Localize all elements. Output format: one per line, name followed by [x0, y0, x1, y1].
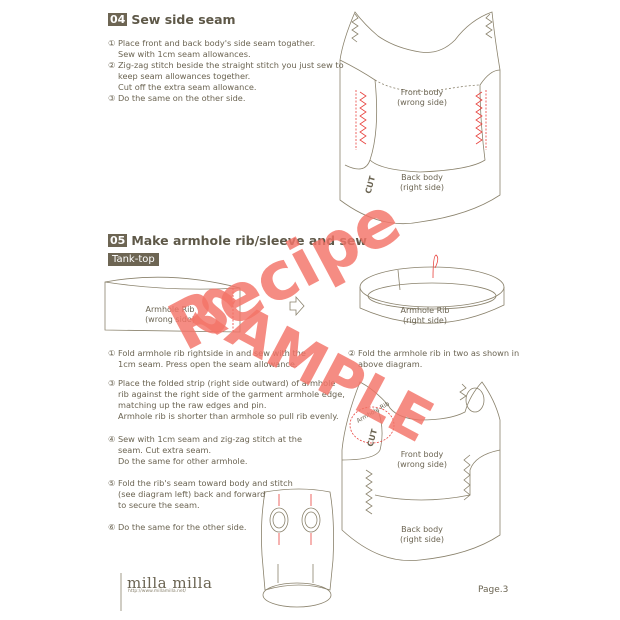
tank-top-diagram [261, 488, 334, 608]
text-line: rib against the right side of the garmen… [118, 389, 345, 399]
text-line: (wrong side) [397, 98, 447, 107]
section-heading: Make armhole rib/sleeve and sew [131, 233, 367, 248]
page-number: Page.3 [478, 585, 509, 595]
section-heading: Sew side seam [131, 12, 236, 27]
flat-rib-diagram [104, 276, 241, 333]
text-line: ② Fold the armhole rib in two as shown i… [348, 348, 520, 358]
step-text: ② Zig-zag stitch beside the straight sti… [108, 60, 344, 70]
back-body-label: Back body(right side) [382, 173, 462, 193]
front-body-label: Front body(wrong side) [382, 88, 462, 108]
text-line: to secure the seam. [118, 500, 200, 510]
armhole-garment-diagram [341, 381, 501, 561]
tank-top-tag: Tank-top [108, 253, 159, 266]
text-line: seam. Cut extra seam. [118, 445, 212, 455]
step-3: ③ Place the folded strip (right side out… [108, 378, 345, 422]
text-line: (see diagram left) back and forward [118, 489, 266, 499]
text-line: ③ Place the folded strip (right side out… [108, 378, 336, 388]
text-line: Front body [400, 450, 444, 459]
step-2: ② Fold the armhole rib in two as shown i… [348, 348, 519, 370]
text-line: Armhole Rib [145, 305, 195, 314]
step-text: ③ Do the same on the other side. [108, 93, 246, 103]
rib-wrong-side-label: Armhole Rib(wrong side) [130, 305, 210, 325]
section-05-title: 05 Make armhole rib/sleeve and sew [108, 233, 367, 248]
step-5: ⑤ Fold the rib's seam toward body and st… [108, 478, 293, 511]
text-line: (right side) [400, 535, 444, 544]
text-line: Armhole Rib [400, 306, 450, 315]
text-line: Back body [401, 173, 443, 182]
text-line: ① Fold armhole rib rightside in and sew … [108, 348, 306, 358]
rib-loop-diagram [359, 254, 505, 324]
brand-url[interactable]: http://www.millamilla.net/ [128, 589, 186, 594]
text-line: ④ Sew with 1cm seam and zig-zag stitch a… [108, 434, 303, 444]
section-number: 05 [108, 234, 128, 247]
text-line: Front body [400, 88, 444, 97]
brand-logo: milla milla [127, 574, 213, 592]
step-text: keep seam allowances together. [118, 71, 251, 81]
step-4: ④ Sew with 1cm seam and zig-zag stitch a… [108, 434, 302, 467]
step-text: Cut off the extra seam allowance. [118, 82, 257, 92]
rib-right-side-label: Armhole Rib(right side) [385, 306, 465, 326]
step-1: ① Fold armhole rib rightside in and sew … [108, 348, 306, 370]
section-number: 04 [108, 13, 128, 26]
back-body-label: Back body(right side) [382, 525, 462, 545]
step-text: ① Place front and back body's side seam … [108, 38, 316, 48]
text-line: (wrong side) [145, 315, 195, 324]
text-line: Do the same for other armhole. [118, 456, 248, 466]
side-seam-garment-diagram [339, 11, 501, 225]
section-04-title: 04 Sew side seam [108, 12, 236, 27]
front-body-label: Front body(wrong side) [382, 450, 462, 470]
arrow-right-icon [289, 295, 305, 317]
text-line: (right side) [403, 316, 447, 325]
text-line: Back body [401, 525, 443, 534]
step-6: ⑥ Do the same for the other side. [108, 522, 247, 533]
text-line: (right side) [400, 183, 444, 192]
step-text: Sew with 1cm seam allowances. [118, 49, 251, 59]
text-line: above diagram. [358, 359, 423, 369]
text-line: (wrong side) [397, 460, 447, 469]
text-line: ⑤ Fold the rib's seam toward body and st… [108, 478, 293, 488]
text-line: Armhole rib is shorter than armhole so p… [118, 411, 339, 421]
text-line: matching up the raw edges and pin. [118, 400, 267, 410]
text-line: ⑥ Do the same for the other side. [108, 522, 247, 532]
section-04-steps: ① Place front and back body's side seam … [108, 38, 344, 104]
text-line: 1cm seam. Press open the seam allowance. [118, 359, 298, 369]
